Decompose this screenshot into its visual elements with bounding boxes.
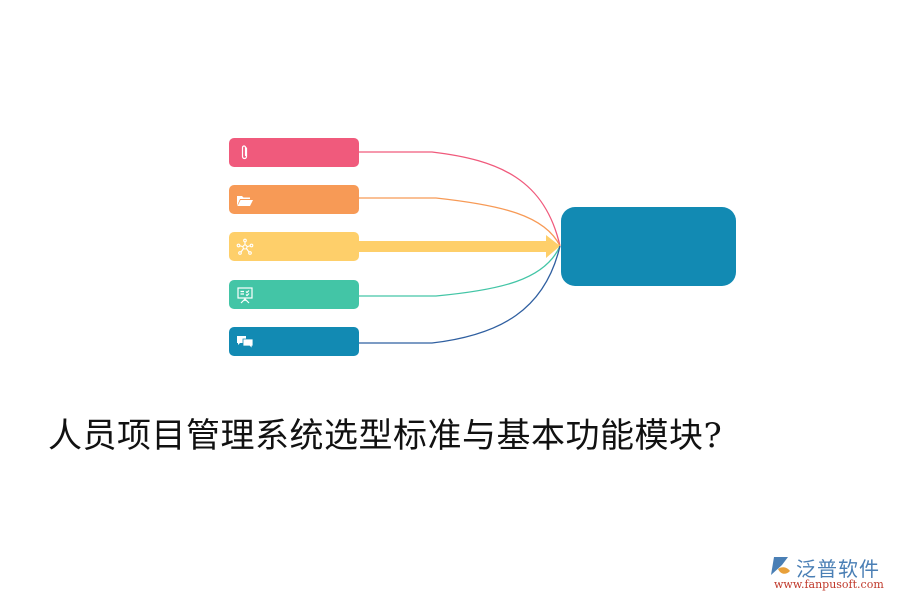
network-icon: [236, 238, 254, 255]
connector-blue: [358, 245, 561, 344]
chat-bubbles-icon: [237, 336, 254, 350]
paperclip-icon: [241, 145, 248, 160]
connector-yellow-shaft: [358, 241, 548, 252]
page-title: 人员项目管理系统选型标准与基本功能模块?: [48, 416, 723, 456]
brand-logo: 泛普软件 www.fanpusoft.com: [768, 553, 898, 597]
arrow-head-icon: [546, 235, 560, 258]
logo-name: 泛普软件: [796, 557, 880, 581]
connector-orange: [358, 197, 561, 247]
connector-pink: [358, 151, 561, 247]
source-box-folder: [229, 185, 359, 214]
source-box-network: [229, 232, 359, 261]
source-box-attachment: [229, 138, 359, 167]
logo-mark-icon: [771, 557, 790, 575]
logo-url: www.fanpusoft.com: [774, 578, 884, 591]
folder-open-icon: [237, 196, 253, 206]
connector-green: [358, 245, 561, 297]
target-box: [561, 207, 736, 286]
source-box-chat: [229, 327, 359, 356]
presentation-board-icon: [237, 287, 253, 304]
source-box-presentation: [229, 280, 359, 309]
